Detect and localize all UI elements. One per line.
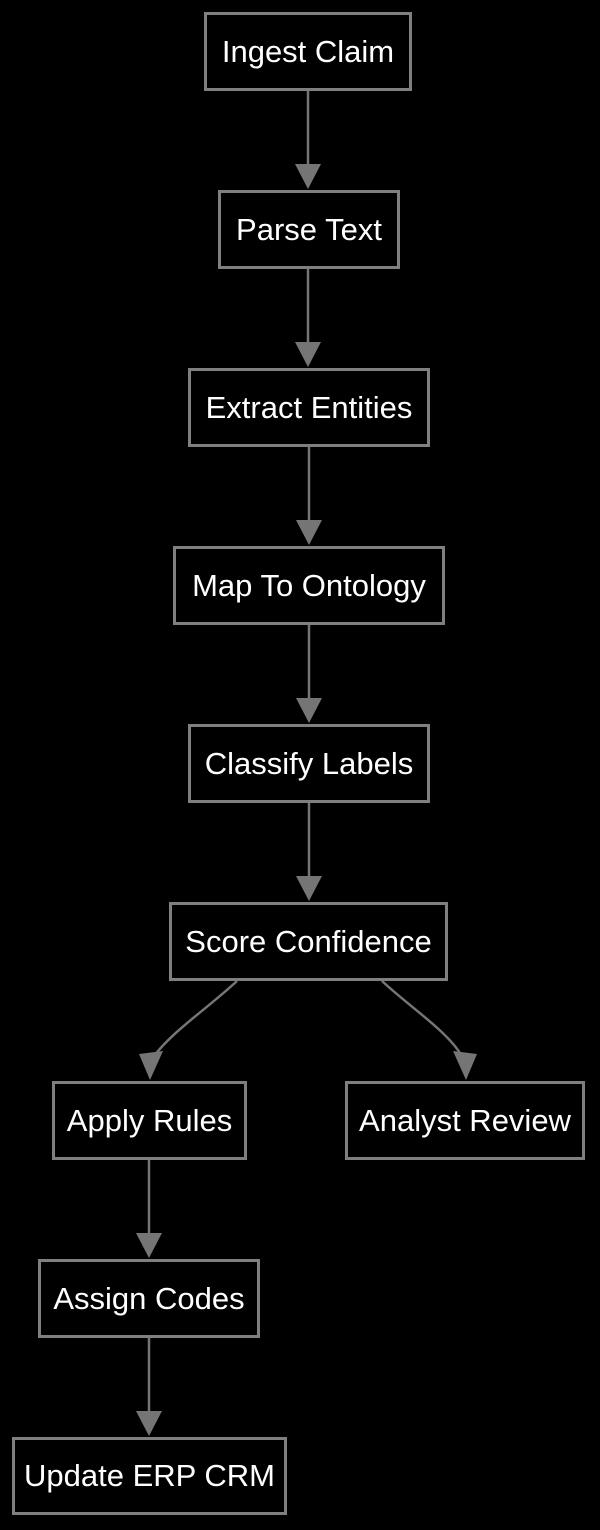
arrowhead-icon bbox=[139, 1051, 163, 1080]
node-map-to-ontology: Map To Ontology bbox=[173, 546, 445, 625]
arrowhead-icon bbox=[296, 520, 322, 545]
node-label: Classify Labels bbox=[204, 745, 414, 781]
node-apply-rules: Apply Rules bbox=[52, 1081, 247, 1160]
node-label: Ingest Claim bbox=[221, 33, 395, 69]
node-assign-codes: Assign Codes bbox=[38, 1259, 260, 1338]
arrowhead-icon bbox=[136, 1233, 162, 1258]
arrowhead-icon bbox=[136, 1411, 162, 1436]
node-analyst-review: Analyst Review bbox=[345, 1081, 585, 1160]
arrowhead-icon bbox=[296, 698, 322, 723]
node-label: Apply Rules bbox=[66, 1102, 233, 1138]
node-ingest-claim: Ingest Claim bbox=[204, 12, 412, 91]
arrowhead-icon bbox=[295, 164, 321, 189]
node-label: Parse Text bbox=[236, 211, 382, 247]
edge-score-confidence-to-analyst-review bbox=[381, 980, 464, 1057]
node-label: Analyst Review bbox=[359, 1102, 571, 1138]
node-score-confidence: Score Confidence bbox=[169, 902, 448, 981]
node-parse-text: Parse Text bbox=[218, 190, 400, 269]
edge-score-confidence-to-apply-rules bbox=[153, 980, 238, 1057]
arrowhead-icon bbox=[295, 342, 321, 367]
node-label: Assign Codes bbox=[53, 1280, 245, 1316]
node-extract-entities: Extract Entities bbox=[188, 368, 430, 447]
node-label: Map To Ontology bbox=[192, 567, 426, 603]
node-label: Extract Entities bbox=[205, 389, 413, 425]
node-update-erp-crm: Update ERP CRM bbox=[12, 1437, 287, 1515]
node-classify-labels: Classify Labels bbox=[188, 724, 430, 803]
arrowhead-icon bbox=[453, 1051, 477, 1080]
node-label: Update ERP CRM bbox=[24, 1458, 275, 1493]
node-label: Score Confidence bbox=[185, 923, 432, 959]
arrowhead-icon bbox=[296, 876, 322, 901]
